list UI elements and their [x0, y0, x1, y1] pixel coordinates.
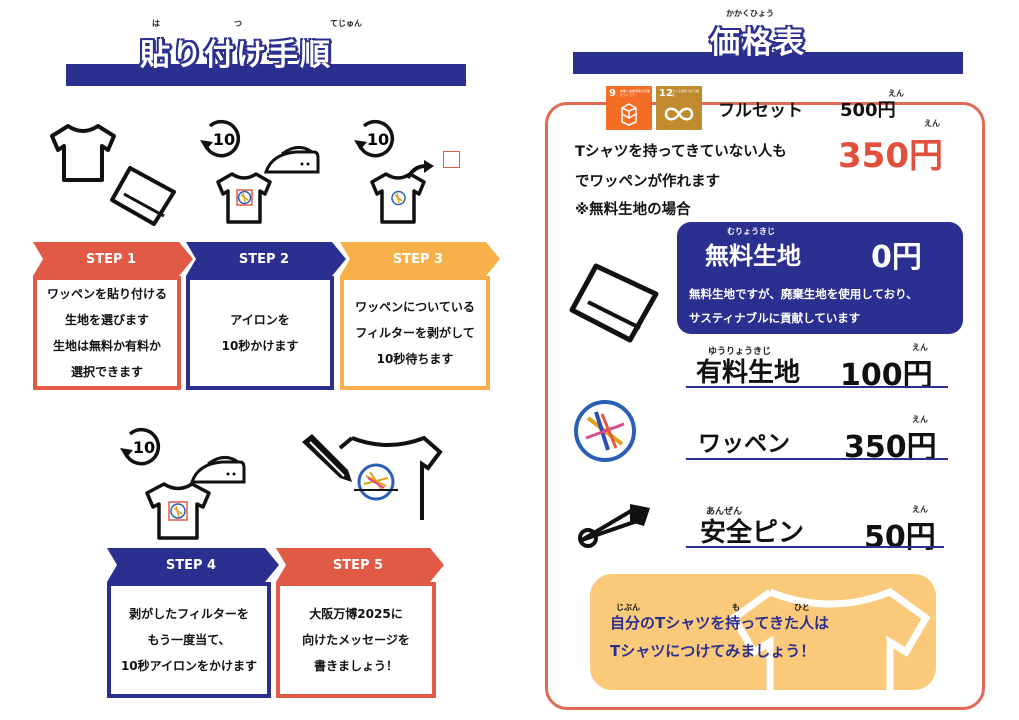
- step4-line: 10秒アイロンをかけます: [120, 659, 258, 673]
- sdg-badge-9: 9 産業と技術革新の基盤をつくろう: [606, 86, 652, 130]
- svg-text:10: 10: [367, 130, 389, 149]
- step2-banner-shape: [186, 242, 346, 276]
- step1-box: ワッペンを貼り付ける 生地を選びます 生地は無料か有料か 選択できます: [33, 276, 181, 390]
- step2-line: アイロンを: [230, 313, 290, 327]
- left-title: 貼り付け手順: [140, 38, 332, 73]
- en-ruby: えん: [912, 343, 928, 352]
- free-ruby: むりょうきじ: [727, 227, 775, 236]
- callout-line2: Tシャツにつけてみましょう！: [610, 642, 816, 660]
- patch-label: ワッペン: [698, 431, 790, 457]
- timer-icon: 10: [200, 119, 241, 158]
- safety-pin-icon: [578, 504, 650, 548]
- step4-line: 剥がしたフィルターを: [129, 607, 249, 621]
- free-desc-line1: 無料生地ですが、廃棄生地を使用しており、: [689, 287, 918, 301]
- step1-line: 生地を選びます: [64, 313, 149, 327]
- step3-box: ワッペンについている フィルターを剥がして 10秒待ちます: [340, 276, 490, 390]
- patch-icon: [574, 400, 636, 462]
- sdg-badge-12: 12 つくる責任つかう責任: [656, 86, 702, 130]
- tshirt-outline-icon: [730, 588, 930, 690]
- step5-line: 向けたメッセージを: [302, 633, 410, 647]
- patch-underline: [686, 458, 948, 460]
- no-shirt-line2: でワッペンが作れます: [575, 174, 720, 190]
- iron-icon: [263, 146, 320, 174]
- free-label: 無料生地: [705, 242, 801, 270]
- free-note: ※無料生地の場合: [575, 202, 691, 218]
- full-set-price: 500円: [840, 100, 896, 121]
- en-ruby: えん: [888, 89, 904, 98]
- step1-label: STEP 1: [85, 251, 137, 267]
- tshirt-peel-icon: [370, 160, 434, 224]
- step1-line: ワッペンを貼り付ける: [46, 287, 167, 301]
- step2-line: 10秒かけます: [221, 339, 299, 353]
- no-shirt-line1: Tシャツを持ってきていない人も: [575, 144, 787, 160]
- callout-ruby: じぶん: [616, 603, 640, 612]
- bring-shirt-callout: じぶん も ひと 自分のTシャツを持ってきた人は Tシャツにつけてみましょう！: [590, 574, 936, 690]
- step3-label: STEP 3: [392, 251, 444, 267]
- pin-price: 50円: [864, 520, 936, 555]
- step1-line: 選択できます: [70, 365, 143, 379]
- no-shirt-price: 350円: [838, 136, 943, 176]
- paid-label: 有料生地: [696, 358, 801, 388]
- step3-line: ワッペンについている: [355, 300, 475, 314]
- sdg-badge-text: 産業と技術革新の基盤をつくろう: [620, 89, 650, 97]
- pen-icon: [302, 434, 352, 482]
- callout-line1: 自分のTシャツを持ってきた人は: [610, 614, 830, 632]
- callout-ruby: も: [732, 603, 740, 612]
- right-title-bar: [573, 52, 963, 74]
- step5-line: 大阪万博2025に: [309, 607, 403, 621]
- step3-line: 10秒待ちます: [376, 352, 454, 366]
- step4-label: STEP 4: [165, 557, 217, 573]
- title-ruby-tsu: つ: [234, 19, 242, 28]
- step4-box: 剥がしたフィルターを もう一度当て、 10秒アイロンをかけます: [107, 582, 271, 698]
- en-ruby: えん: [924, 119, 940, 128]
- en-ruby: えん: [912, 415, 928, 424]
- paid-underline: [686, 386, 948, 388]
- sdg-badge-text: つくる責任つかう責任: [672, 89, 699, 97]
- cubes-icon: [621, 103, 637, 126]
- step1-line: 生地は無料か有料か: [52, 339, 161, 353]
- step2-label: STEP 2: [238, 251, 290, 267]
- tshirt-icon: [50, 124, 116, 182]
- left-title-bar: [66, 64, 466, 86]
- sdg-number: 9: [609, 88, 616, 99]
- step5-line: 書きましょう！: [313, 659, 398, 673]
- tshirt-drawing-icon: [338, 435, 443, 520]
- filter-square-icon: [443, 151, 460, 168]
- pin-label: 安全ピン: [700, 518, 805, 548]
- title-ruby-ha: は: [152, 19, 160, 28]
- infinity-icon: [664, 107, 694, 121]
- tshirt-with-patch-icon: [216, 172, 272, 224]
- step2-box: アイロンを 10秒かけます: [186, 276, 334, 390]
- step3-line: フィルターを剥がして: [355, 326, 475, 340]
- right-title-ruby: かかくひょう: [726, 9, 774, 18]
- folded-cloth-icon: [110, 166, 176, 226]
- sdg-number: 12: [659, 88, 673, 99]
- step5-banner-shape: [276, 548, 444, 582]
- step4-line: もう一度当て、: [147, 633, 231, 647]
- en-ruby: えん: [912, 505, 928, 514]
- iron-icon: [189, 456, 246, 484]
- timer-icon: 10: [354, 119, 395, 158]
- pin-underline: [686, 546, 944, 548]
- step1-banner-shape: [33, 242, 193, 276]
- svg-text:10: 10: [213, 130, 235, 149]
- tshirt-with-patch-icon: [145, 482, 211, 540]
- right-title: 価格表: [710, 26, 806, 61]
- free-fabric-box: むりょうきじ 無料生地 0円 無料生地ですが、廃棄生地を使用しており、 サスティ…: [677, 222, 963, 334]
- folded-cloth-icon: [569, 263, 659, 343]
- step5-label: STEP 5: [332, 557, 384, 573]
- timer-icon: 10: [120, 427, 161, 466]
- step4-banner-shape: [107, 548, 279, 582]
- full-set-label: フルセット: [718, 101, 803, 121]
- pin-ruby: あんぜん: [706, 507, 743, 517]
- free-desc-line2: サスティナブルに貢献しています: [689, 311, 861, 325]
- step5-box: 大阪万博2025に 向けたメッセージを 書きましょう！: [276, 582, 436, 698]
- callout-ruby: ひと: [794, 603, 810, 612]
- paid-ruby: ゆうりょうきじ: [708, 347, 772, 357]
- price-panel: [545, 102, 985, 710]
- step3-banner-shape: [340, 242, 500, 276]
- title-ruby-tejun: てじゅん: [330, 19, 362, 28]
- free-price: 0円: [871, 240, 922, 275]
- svg-text:10: 10: [133, 438, 155, 457]
